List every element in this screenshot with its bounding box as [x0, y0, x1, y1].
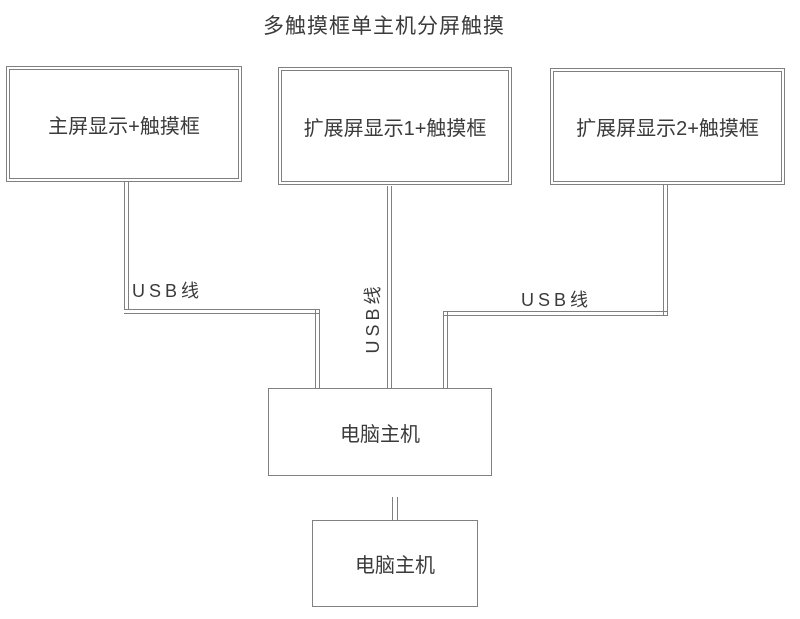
node-main-display: 主屏显示+触摸框: [6, 66, 242, 182]
cable-segment: [315, 309, 320, 388]
cable-segment: [124, 182, 129, 310]
cable-segment: [663, 185, 668, 316]
node-label: 扩展屏显示1+触摸框: [303, 117, 487, 140]
connector-host-to-secondary: [392, 497, 398, 520]
cable-segment: [124, 309, 320, 314]
cable-segment: [443, 311, 668, 316]
diagram-title: 多触摸框单主机分屏触摸: [263, 15, 505, 38]
node-label: 电脑主机: [340, 423, 420, 446]
usb-label-middle: USB线: [363, 282, 383, 354]
cable-segment: [387, 186, 392, 388]
node-label: 电脑主机: [355, 555, 435, 577]
node-label: 扩展屏显示2+触摸框: [576, 118, 759, 140]
usb-label-left: USB线: [132, 281, 204, 301]
node-secondary-host: 电脑主机: [312, 520, 478, 607]
node-ext-display-2: 扩展屏显示2+触摸框: [550, 68, 785, 185]
usb-label-right: USB线: [521, 290, 593, 310]
cable-segment: [443, 311, 448, 388]
node-label: 主屏显示+触摸框: [48, 115, 200, 138]
node-host: 电脑主机: [268, 388, 492, 476]
node-ext-display-1: 扩展屏显示1+触摸框: [278, 67, 512, 185]
